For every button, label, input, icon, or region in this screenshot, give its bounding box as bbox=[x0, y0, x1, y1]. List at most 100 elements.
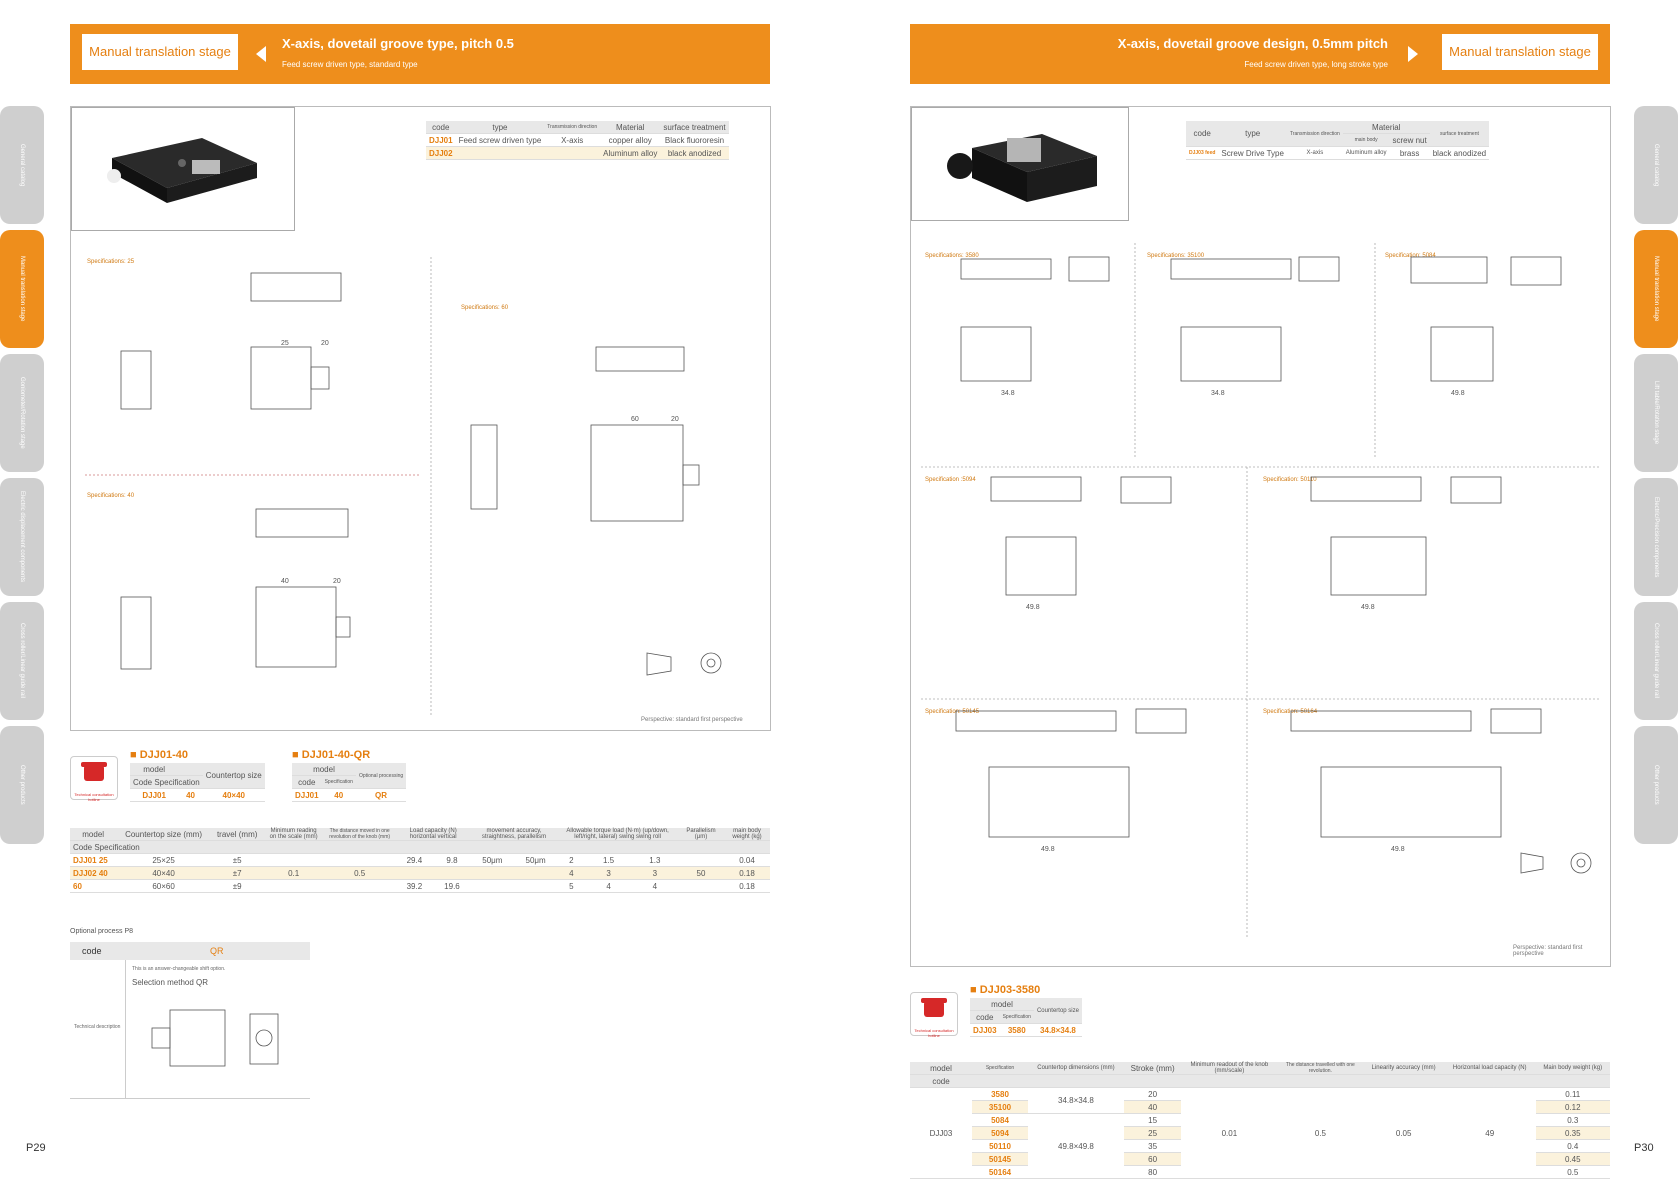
svg-text:49.8: 49.8 bbox=[1041, 846, 1055, 853]
cell-size: 40×40 bbox=[202, 788, 265, 802]
svg-text:49.8: 49.8 bbox=[1391, 846, 1405, 853]
cell: 3 bbox=[585, 866, 632, 880]
cell-size: 34.8×34.8 bbox=[1033, 1023, 1082, 1037]
cell-countertop: 49.8×49.8 bbox=[1028, 1113, 1124, 1179]
cell-body: Aluminum alloy bbox=[1342, 146, 1390, 160]
side-tab-electric-right[interactable]: Electric/Precision components bbox=[1634, 478, 1678, 596]
cell-code: DJJ03 bbox=[910, 1087, 972, 1179]
left-banner-title: X-axis, dovetail groove type, pitch 0.5 bbox=[282, 36, 514, 51]
cell: 0.5 bbox=[323, 866, 396, 880]
col-blank bbox=[178, 763, 203, 776]
col-main-body: main body bbox=[1342, 133, 1390, 147]
cell-weight: 0.4 bbox=[1535, 1139, 1610, 1153]
side-tab-general-catalog-right[interactable]: General catalog bbox=[1634, 106, 1678, 224]
col-travel: travel (mm) bbox=[210, 828, 264, 841]
cell: 25×25 bbox=[116, 853, 211, 867]
side-tab-manual-translation-stage[interactable]: Manual translation stage bbox=[0, 230, 44, 348]
right-spec-table: model Specification Countertop dimension… bbox=[910, 1062, 1610, 1179]
cell: 4 bbox=[631, 879, 678, 893]
left-banner-category[interactable]: Manual translation stage bbox=[82, 34, 238, 70]
telephone-icon bbox=[921, 998, 947, 1017]
left-perspective-note: Perspective: standard first perspective bbox=[641, 717, 743, 723]
col-distance: The distance moved in one revolution of … bbox=[323, 828, 396, 841]
svg-text:34.8: 34.8 bbox=[1211, 390, 1225, 397]
col-min-reading: Minimum reading on the scale (mm) bbox=[263, 828, 324, 841]
optional-col-qr: QR bbox=[210, 946, 224, 956]
table-row: DJJ03 3580 34.8×34.8 20 0.01 0.5 0.05 49… bbox=[910, 1087, 1610, 1179]
col-accuracy: movement accuracy, straightness, paralle… bbox=[470, 828, 558, 841]
cell-direction: X-axis bbox=[544, 133, 601, 147]
cell: 0.04 bbox=[724, 853, 770, 867]
cell: 50μm bbox=[470, 853, 514, 867]
col-model: model bbox=[292, 763, 356, 776]
right-page-number: P30 bbox=[1634, 1142, 1654, 1154]
cell-stroke: 60 bbox=[1123, 1152, 1182, 1166]
cell: 2 bbox=[557, 853, 586, 867]
cell-stroke: 20 bbox=[1123, 1087, 1182, 1101]
cell-countertop: 34.8×34.8 bbox=[1028, 1087, 1124, 1114]
optional-header bbox=[70, 942, 310, 960]
cell-weight: 0.45 bbox=[1535, 1152, 1610, 1166]
left-arrow-icon bbox=[256, 46, 266, 62]
right-info-table: code type Transmission direction Materia… bbox=[1186, 121, 1490, 160]
cell: ±7 bbox=[210, 866, 264, 880]
side-tab-goniometer[interactable]: Goniometer/Rotation stage bbox=[0, 354, 44, 472]
svg-text:20: 20 bbox=[321, 340, 329, 347]
cell-spec: 3580 bbox=[972, 1087, 1028, 1101]
cell-type bbox=[455, 146, 545, 160]
col-type: type bbox=[1218, 121, 1287, 147]
cell-stroke: 35 bbox=[1123, 1139, 1182, 1153]
side-tab-other[interactable]: Other products bbox=[0, 726, 44, 844]
cell bbox=[678, 879, 724, 893]
col-min: Minimum readout of the knob (mm/scale) bbox=[1181, 1062, 1278, 1075]
svg-text:60: 60 bbox=[631, 416, 639, 423]
right-banner-subtitle: Feed screw driven type, long stroke type bbox=[1244, 60, 1388, 69]
side-tab-general-catalog[interactable]: General catalog bbox=[0, 106, 44, 224]
right-phone-icon: Technical consultation hotline bbox=[910, 992, 958, 1038]
col-model: model bbox=[970, 998, 1034, 1011]
cell-direction: X-axis bbox=[1286, 146, 1343, 160]
left-info-table: code type Transmission direction Materia… bbox=[426, 121, 729, 160]
side-tab-cross-roller[interactable]: Cross roller/Linear guide rail bbox=[0, 602, 44, 720]
cell-spec: 5084 bbox=[972, 1113, 1028, 1127]
cell-stroke: 80 bbox=[1123, 1165, 1182, 1179]
right-phone-note: Technical consultation hotline bbox=[914, 1028, 954, 1038]
col-spec: Specification bbox=[321, 775, 356, 789]
right-product-photo bbox=[911, 107, 1129, 221]
side-tab-cross-roller-right[interactable]: Cross roller/Linear guide rail bbox=[1634, 602, 1678, 720]
cell-type: Screw Drive Type bbox=[1218, 146, 1287, 160]
cell: ±9 bbox=[210, 879, 264, 893]
side-tab-lift-table-right[interactable]: Lift table/Rotation stage bbox=[1634, 354, 1678, 472]
cell-material: Aluminum alloy bbox=[600, 146, 661, 160]
cell-weight: 0.11 bbox=[1535, 1087, 1610, 1101]
col-model: model bbox=[130, 763, 179, 776]
col-model: model bbox=[910, 1062, 972, 1075]
spec-label-40: Specifications: 40 bbox=[87, 493, 135, 499]
cell-spec: 5094 bbox=[972, 1126, 1028, 1140]
col-type: type bbox=[455, 121, 545, 134]
col-load: Load capacity (N) horizontal vertical bbox=[395, 828, 471, 841]
optional-qr-drawing bbox=[151, 1009, 279, 1067]
side-tab-electric[interactable]: Electric displacement components bbox=[0, 478, 44, 596]
col-weight: main body weight (kg) bbox=[724, 828, 770, 841]
col-code-spec: Code Specification bbox=[70, 840, 770, 854]
side-tab-manual-translation-stage-right[interactable]: Manual translation stage bbox=[1634, 230, 1678, 348]
left-page-number: P29 bbox=[26, 1142, 46, 1154]
svg-text:49.8: 49.8 bbox=[1361, 604, 1375, 611]
cell-direction bbox=[544, 146, 601, 160]
spec-label-5084: Specification: 5084 bbox=[1385, 253, 1436, 259]
cell bbox=[514, 866, 558, 880]
right-banner-category[interactable]: Manual translation stage bbox=[1442, 34, 1598, 70]
side-tab-other-right[interactable]: Other products bbox=[1634, 726, 1678, 844]
col-parallelism: Parallelism (μm) bbox=[678, 828, 724, 841]
right-drawing-panel: code type Transmission direction Materia… bbox=[910, 106, 1611, 967]
optional-col-code: code bbox=[82, 946, 102, 956]
svg-text:25: 25 bbox=[281, 340, 289, 347]
cell-spec: 50164 bbox=[972, 1165, 1028, 1179]
